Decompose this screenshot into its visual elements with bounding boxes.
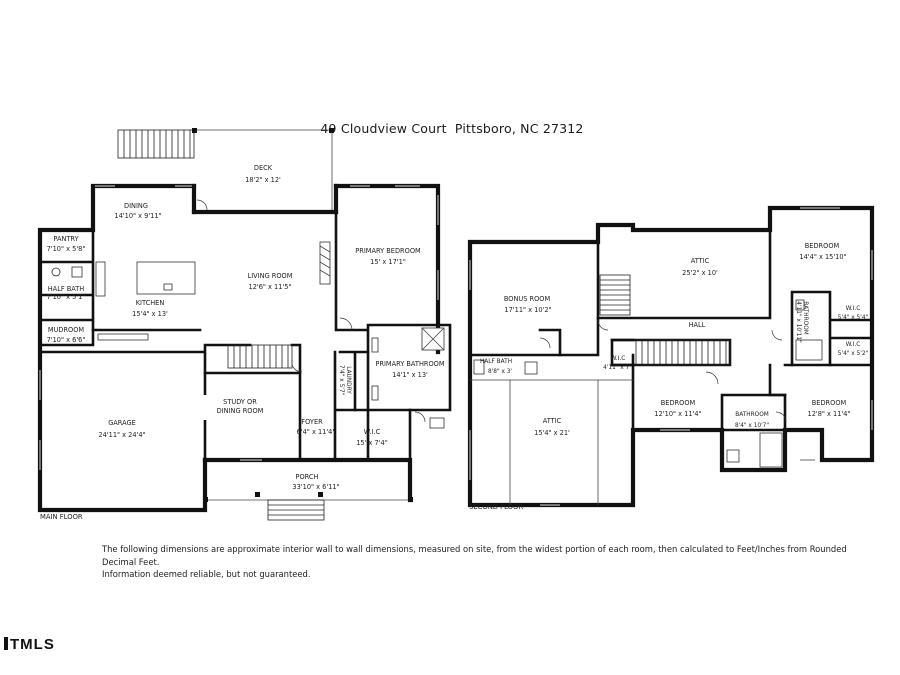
wic-ne-2-name: W.I.C <box>846 342 861 348</box>
dining-name: DINING <box>124 202 148 210</box>
mudroom-name: MUDROOM <box>48 326 85 334</box>
address-city: Pittsboro, NC 27312 <box>454 121 584 136</box>
logo-text: TMLS <box>10 636 55 653</box>
second-floor-labels: BONUS ROOM 17'11" x 10'2" ATTIC 25'2" x … <box>469 242 869 511</box>
study-name-line1: STUDY OR <box>223 398 257 406</box>
pantry-name: PANTRY <box>53 235 79 243</box>
primary-bedroom-name: PRIMARY BEDROOM <box>355 247 421 255</box>
second-floor-label: SECOND FLOOR <box>469 503 523 511</box>
wic-name: W.I.C <box>364 428 381 436</box>
wic-ne-1-dims: 5'4" x 5'4" <box>838 315 869 321</box>
attic-top-name: ATTIC <box>691 257 710 265</box>
main-floor-labels: DECK 18'2" x 12' DINING 14'10" x 9'11" P… <box>40 164 445 521</box>
disclaimer-line-2: Information deemed reliable, but not gua… <box>102 569 311 579</box>
deck-stairs <box>117 129 195 159</box>
dining-dims: 14'10" x 9'11" <box>114 212 161 220</box>
bedroom-se-dims: 12'8" x 11'4" <box>808 410 851 418</box>
wic-mid-name: W.I.C <box>611 356 626 362</box>
primary-bathroom-dims: 14'1" x 13' <box>392 371 428 379</box>
garage-dims: 24'11" x 24'4" <box>98 431 145 439</box>
attic-bottom-dims: 15'4" x 21' <box>534 429 570 437</box>
garage-name: GARAGE <box>108 419 136 427</box>
kitchen-name: KITCHEN <box>136 299 165 307</box>
kitchen-dims: 15'4" x 13' <box>132 310 168 318</box>
bathroom-vert-dims: 4'11" x 10'11" <box>795 301 801 343</box>
property-address: 49 Cloudview Court Pittsboro, NC 27312 <box>0 121 900 136</box>
foyer-name: FOYER <box>301 418 323 426</box>
pantry-dims: 7'10" x 5'8" <box>47 245 86 253</box>
upper-stairs-hall <box>635 339 731 366</box>
bedroom-ne-name: BEDROOM <box>805 242 840 250</box>
half-bath-upper-dims: 8'8" x 3' <box>488 369 512 375</box>
wic-ne-1-name: W.I.C <box>846 306 861 312</box>
wic-ne-2-dims: 5'4" x 5'2" <box>838 351 869 357</box>
mudroom-dims: 7'10" x 6'6" <box>47 336 86 344</box>
bonus-room-name: BONUS ROOM <box>504 295 551 303</box>
bedroom-se-name: BEDROOM <box>812 399 847 407</box>
study-name-line2: DINING ROOM <box>217 407 264 415</box>
deck-name: DECK <box>254 164 273 172</box>
porch-dims: 33'10" x 6'11" <box>292 483 339 491</box>
main-stairs <box>227 344 293 369</box>
attic-top-dims: 25'2" x 10' <box>682 269 718 277</box>
primary-bedroom-dims: 15' x 17'1" <box>370 258 406 266</box>
attic-bottom-name: ATTIC <box>543 417 562 425</box>
main-floor-label: MAIN FLOOR <box>40 513 83 521</box>
bonus-room-dims: 17'11" x 10'2" <box>504 306 551 314</box>
half-bath-dims: 7'10" x 5'1" <box>47 293 86 301</box>
foyer-dims: 6'4" x 11'4" <box>297 428 336 436</box>
bedroom-ne-dims: 14'4" x 15'10" <box>799 253 846 261</box>
laundry-dims: 7'4" x 5'7" <box>338 365 344 396</box>
mls-logo: TMLS <box>4 636 55 653</box>
porch-name: PORCH <box>296 473 319 481</box>
second-floor-plan <box>467 205 875 508</box>
disclaimer-line-1: The following dimensions are approximate… <box>102 544 847 567</box>
bedroom-mid-dims: 12'10" x 11'4" <box>654 410 701 418</box>
bathroom-vert-name: BATHROOM <box>802 301 808 335</box>
bathroom-name: BATHROOM <box>735 412 769 418</box>
wic-mid-dims: 4'11" x 7' <box>603 365 631 371</box>
address-street: 49 Cloudview Court <box>320 121 447 136</box>
primary-bathroom-name: PRIMARY BATHROOM <box>375 360 444 368</box>
bathroom-dims: 8'4" x 10'7" <box>735 423 769 429</box>
upper-stairs-top <box>599 274 631 316</box>
hall-name: HALL <box>689 321 706 329</box>
main-floor-plan <box>37 128 452 521</box>
half-bath-name: HALF BATH <box>48 285 85 293</box>
porch-steps <box>267 499 325 521</box>
logo-mark-icon <box>4 637 8 650</box>
half-bath-upper-name: HALF BATH <box>480 359 512 365</box>
living-room-dims: 12'6" x 11'5" <box>249 283 292 291</box>
disclaimer: The following dimensions are approximate… <box>102 543 862 581</box>
wic-dims: 15' x 7'4" <box>356 439 388 447</box>
living-room-name: LIVING ROOM <box>248 272 293 280</box>
deck-dims: 18'2" x 12' <box>245 176 281 184</box>
bedroom-mid-name: BEDROOM <box>661 399 696 407</box>
laundry-label: LAUNDRY <box>345 366 351 394</box>
